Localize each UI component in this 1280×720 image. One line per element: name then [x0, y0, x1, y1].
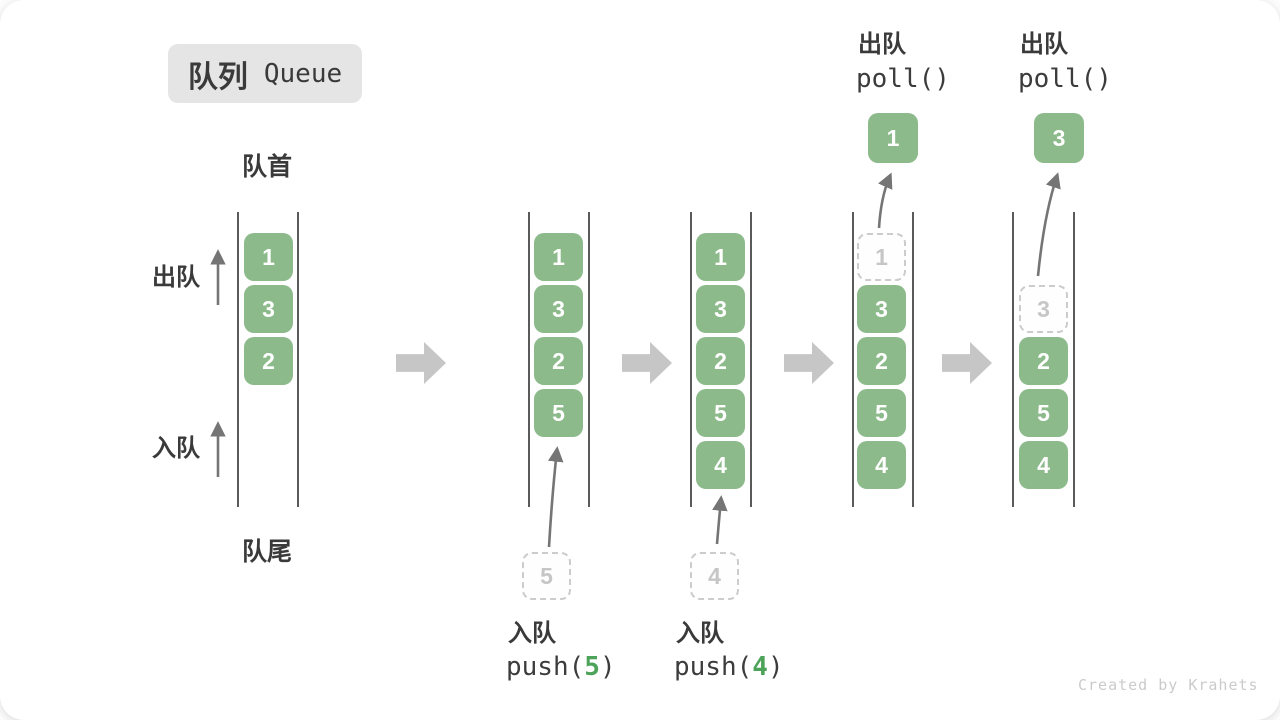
code-close: )	[767, 652, 784, 682]
code-arg: 4	[752, 652, 768, 682]
rear-label: 队尾	[242, 538, 293, 566]
step-arrow-icon	[622, 342, 672, 384]
queue-cell: 4	[1019, 441, 1068, 489]
queue-cell: 2	[534, 337, 583, 385]
queue-cell: 3	[857, 285, 906, 333]
removed-element-ghost: 3	[1019, 285, 1068, 333]
push-4-code: push(4)	[674, 654, 784, 680]
incoming-element-ghost: 4	[690, 552, 739, 600]
removed-element-ghost: 1	[857, 233, 906, 281]
state3-right-wall	[750, 212, 752, 507]
state4-right-wall	[912, 212, 914, 507]
code-fn: poll()	[1018, 64, 1112, 94]
dequeue-op-label: 出队	[858, 31, 906, 58]
enqueue-op-label: 入队	[676, 620, 724, 647]
incoming-element-ghost: 5	[522, 552, 571, 600]
code-fn: push(	[506, 652, 585, 682]
queue-cell: 2	[244, 337, 293, 385]
queue-cell: 1	[244, 233, 293, 281]
poll-1-arrow	[877, 172, 893, 229]
queue-cell: 3	[696, 285, 745, 333]
code-fn: push(	[674, 652, 753, 682]
push-5-code: push(5)	[506, 654, 616, 680]
poll-3-arrow	[1036, 172, 1061, 277]
poll-code: poll()	[1018, 66, 1112, 92]
dequeue-op-label: 出队	[1020, 31, 1068, 58]
state1-left-wall	[237, 212, 239, 507]
queue-cell: 4	[857, 441, 906, 489]
state1-right-wall	[297, 212, 299, 507]
step-arrow-icon	[396, 342, 446, 384]
state2-right-wall	[588, 212, 590, 507]
step-arrow-icon	[942, 342, 992, 384]
polled-element: 3	[1034, 113, 1084, 163]
state5-right-wall	[1073, 212, 1075, 507]
code-fn: poll()	[856, 64, 950, 94]
state4-left-wall	[852, 212, 854, 507]
queue-cell: 3	[534, 285, 583, 333]
queue-cell: 2	[857, 337, 906, 385]
title-badge: 队列 Queue	[168, 44, 362, 103]
queue-cell: 5	[534, 389, 583, 437]
queue-cell: 1	[534, 233, 583, 281]
queue-cell: 2	[696, 337, 745, 385]
push-4-arrow	[712, 495, 728, 545]
title-zh: 队列	[187, 60, 248, 94]
state5-left-wall	[1012, 212, 1014, 507]
poll-code: poll()	[856, 66, 950, 92]
queue-cell: 5	[1019, 389, 1068, 437]
polled-element: 1	[868, 113, 918, 163]
queue-cell: 3	[244, 285, 293, 333]
queue-cell: 5	[696, 389, 745, 437]
state3-left-wall	[690, 212, 692, 507]
enqueue-side-label: 入队	[152, 435, 200, 462]
dequeue-side-label: 出队	[152, 264, 200, 291]
push-5-arrow	[547, 446, 564, 548]
code-arg: 5	[584, 652, 600, 682]
title-en: Queue	[263, 58, 343, 89]
queue-cell: 5	[857, 389, 906, 437]
queue-cell: 1	[696, 233, 745, 281]
queue-cell: 4	[696, 441, 745, 489]
enqueue-op-label: 入队	[508, 620, 556, 647]
front-label: 队首	[242, 153, 293, 181]
queue-cell: 2	[1019, 337, 1068, 385]
state2-left-wall	[528, 212, 530, 507]
code-close: )	[599, 652, 616, 682]
step-arrow-icon	[784, 342, 834, 384]
watermark: Created by Krahets	[1078, 676, 1259, 694]
